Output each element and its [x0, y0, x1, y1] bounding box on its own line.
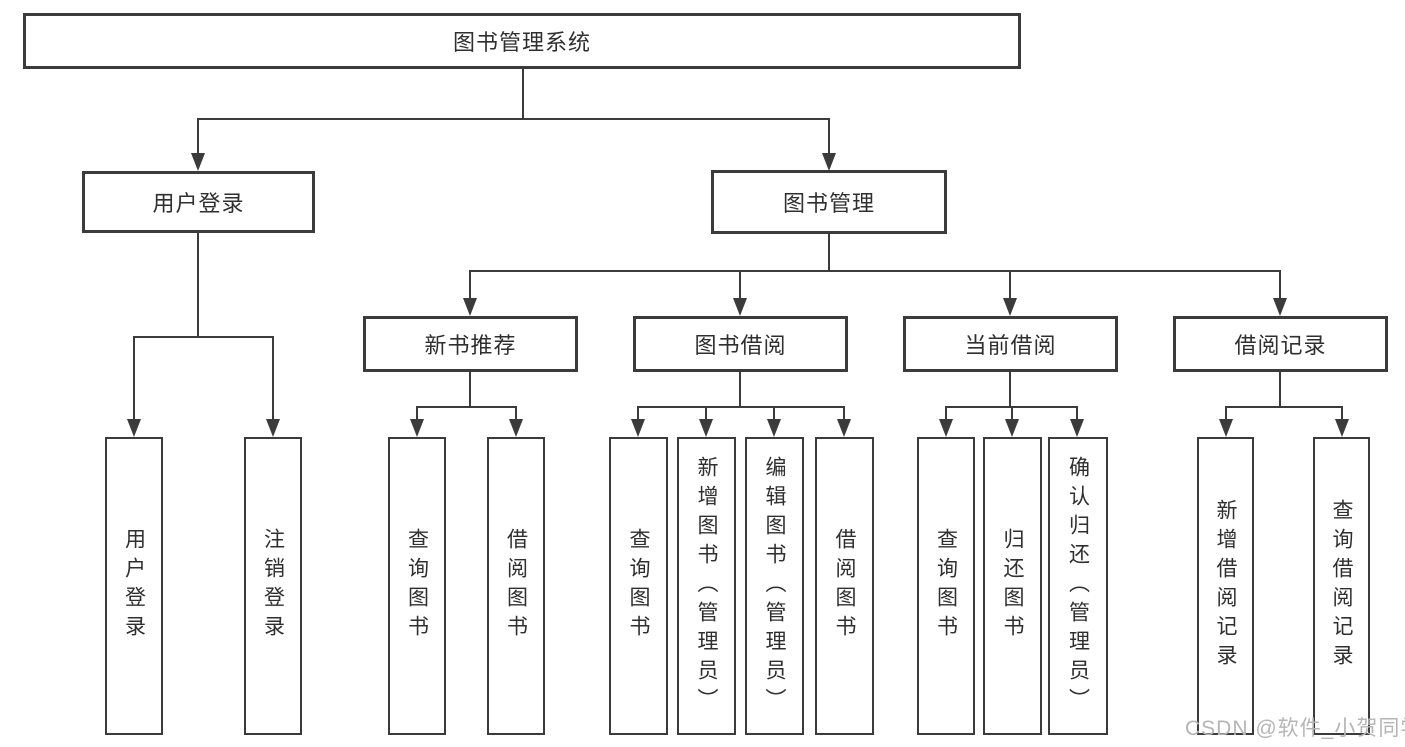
arrowhead-icon	[1005, 419, 1019, 437]
connector-drop	[828, 118, 830, 154]
connector-drop	[739, 270, 741, 299]
connector-drop	[133, 336, 135, 420]
leaf-confirm-return-admin: 确认归还（管理员）	[1048, 437, 1108, 735]
connector-bar	[133, 336, 274, 338]
arrowhead-icon	[266, 419, 280, 437]
connector-drop	[637, 406, 639, 420]
node-new-book-recommendation: 新书推荐	[363, 316, 578, 372]
leaf-return-book: 归还图书	[983, 437, 1042, 735]
arrowhead-icon	[509, 419, 523, 437]
connector-drop	[1011, 406, 1013, 420]
node-label: 查询借阅记录	[1330, 499, 1353, 673]
leaf-query-books-borrowing: 查询图书	[609, 437, 668, 735]
connector-bar	[197, 118, 830, 120]
node-current-borrowing: 当前借阅	[903, 316, 1118, 372]
node-label: 新书推荐	[424, 333, 517, 358]
connector-drop	[945, 406, 947, 420]
connector-drop	[416, 406, 418, 420]
node-label: 新增图书（管理员）	[695, 455, 718, 717]
arrowhead-icon	[127, 419, 141, 437]
connector-drop	[1279, 270, 1281, 299]
connector-stem	[522, 69, 524, 120]
node-label: 查询图书	[627, 528, 650, 644]
connector-drop	[272, 336, 274, 420]
connector-stem	[197, 233, 199, 338]
arrowhead-icon	[1219, 419, 1233, 437]
node-label: 注销登录	[261, 528, 285, 644]
leaf-logout: 注销登录	[244, 437, 302, 735]
arrowhead-icon	[767, 419, 781, 437]
leaf-query-borrow-record: 查询借阅记录	[1313, 437, 1370, 735]
node-label: 编辑图书（管理员）	[763, 455, 786, 717]
leaf-borrow-books-recommend: 借阅图书	[487, 437, 545, 735]
connector-stem	[469, 372, 471, 408]
arrowhead-icon	[410, 419, 424, 437]
leaf-user-login: 用户登录	[105, 437, 163, 735]
node-label: 图书管理	[782, 191, 875, 216]
connector-drop	[1225, 406, 1227, 420]
connector-stem	[828, 234, 830, 272]
connector-drop	[515, 406, 517, 420]
node-label: 确认归还（管理员）	[1066, 455, 1090, 717]
connector-bar	[469, 270, 1281, 272]
arrowhead-icon	[631, 419, 645, 437]
node-label: 查询图书	[934, 528, 958, 644]
node-label: 借阅记录	[1234, 333, 1327, 358]
connector-stem	[1009, 372, 1011, 408]
node-user-login: 用户登录	[82, 171, 315, 233]
connector-drop	[469, 270, 471, 299]
arrowhead-icon	[699, 419, 713, 437]
leaf-edit-book-admin: 编辑图书（管理员）	[745, 437, 804, 735]
connector-bar	[637, 406, 845, 408]
arrowhead-icon	[1003, 298, 1017, 316]
node-label: 用户登录	[122, 528, 146, 644]
connector-drop	[705, 406, 707, 420]
node-label: 图书管理系统	[452, 30, 591, 55]
leaf-borrow-books-borrowing: 借阅图书	[815, 437, 874, 735]
node-label: 当前借阅	[964, 333, 1057, 358]
node-borrowing-records: 借阅记录	[1173, 316, 1388, 372]
node-label: 用户登录	[152, 191, 245, 216]
arrowhead-icon	[191, 153, 205, 171]
connector-stem	[1279, 372, 1281, 408]
node-label: 图书借阅	[694, 333, 787, 358]
node-label: 归还图书	[1001, 528, 1024, 644]
arrowhead-icon	[1070, 419, 1084, 437]
connector-drop	[197, 118, 199, 154]
connector-drop	[1009, 270, 1011, 299]
node-root-library-management-system: 图书管理系统	[23, 13, 1021, 69]
connector-drop	[843, 406, 845, 420]
arrowhead-icon	[822, 153, 836, 171]
arrowhead-icon	[733, 298, 747, 316]
node-book-borrowing: 图书借阅	[633, 316, 848, 372]
connector-stem	[739, 372, 741, 408]
csdn-watermark: CSDN @软件_小贺同学	[1185, 717, 1405, 740]
connector-bar	[416, 406, 517, 408]
arrowhead-icon	[1335, 419, 1349, 437]
node-label: 新增借阅记录	[1214, 499, 1237, 673]
node-book-management: 图书管理	[711, 170, 947, 234]
node-label: 借阅图书	[504, 528, 528, 644]
connector-drop	[1076, 406, 1078, 420]
leaf-query-books-current: 查询图书	[917, 437, 975, 735]
leaf-add-book-admin: 新增图书（管理员）	[677, 437, 736, 735]
node-label: 查询图书	[405, 528, 429, 644]
connector-drop	[1341, 406, 1343, 420]
arrowhead-icon	[463, 298, 477, 316]
node-label: 借阅图书	[833, 528, 856, 644]
leaf-query-books-recommend: 查询图书	[388, 437, 446, 735]
connector-bar	[1225, 406, 1343, 408]
arrowhead-icon	[1273, 298, 1287, 316]
arrowhead-icon	[939, 419, 953, 437]
arrowhead-icon	[837, 419, 851, 437]
connector-drop	[773, 406, 775, 420]
leaf-add-borrow-record: 新增借阅记录	[1197, 437, 1254, 735]
